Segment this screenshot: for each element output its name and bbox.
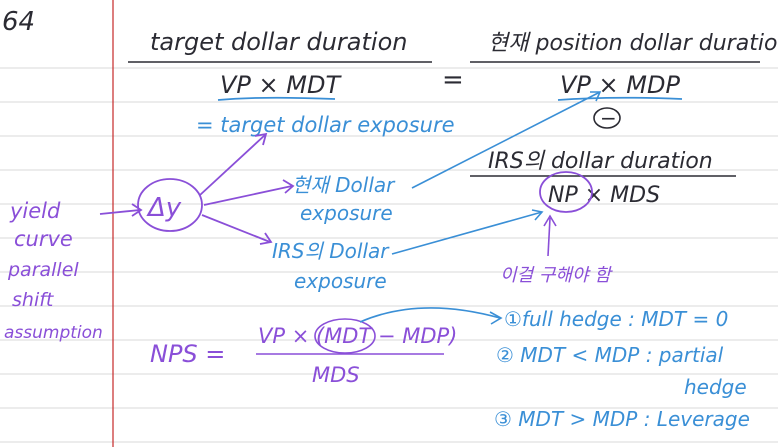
arrow-yield-to-delta-y [99,209,141,215]
irs-exposure-line: exposure [294,269,387,293]
arrow-delta-y-to-current [203,185,293,206]
underline-left-denominator [217,96,336,101]
minus-symbol: − [600,106,617,130]
yield-note-line: assumption [4,323,103,343]
irs-exposure-line: IRS의 Dollar [272,239,390,263]
delta-y-circle [137,178,203,232]
yield-note-line: yield [9,199,61,223]
arrowhead [590,91,602,102]
case-item: ② MDT < MDP : partial [496,343,724,367]
mdt-circle [314,318,376,354]
yield-assumption-note: yield curve parallel shift assumption [4,199,103,343]
ruled-lines [0,67,778,443]
case-item: ③ MDT > MDP : Leverage [494,407,750,431]
yield-note-line: curve [14,227,73,251]
yield-note-line: parallel [7,259,79,281]
current-exposure-line: 현재 Dollar [292,173,396,197]
arrow-mdt-to-cases [359,307,501,323]
arrowhead [489,311,503,325]
line-current-to-position [411,91,601,189]
arrow-delta-y-to-target [199,134,266,196]
arrowhead [254,132,268,146]
case-item: hedge [684,375,747,399]
irs-denominator: NP × MDS [548,183,660,208]
target-exposure-label: = target dollar exposure [196,113,455,137]
underline-right-denominator [557,96,683,101]
arrow-solve-to-np [547,217,551,257]
np-formula-lhs: NPS = [150,340,225,368]
arrowhead [282,179,295,194]
arrowhead [543,214,557,227]
equation-right-denominator: VP × MDP [560,71,680,99]
equation-right-numerator: 현재 position dollar duration [488,31,778,56]
arrowhead [259,232,273,245]
irs-numerator: IRS의 dollar duration [488,149,713,174]
minus-circle [593,107,621,129]
arrowhead [131,203,143,217]
np-circle [539,171,593,213]
current-exposure-line: exposure [300,201,393,225]
case-item: ①full hedge : MDT = 0 [504,307,728,331]
yield-note-line: shift [12,289,55,311]
arrowhead [531,209,544,221]
np-formula-denominator: MDS [312,363,360,387]
delta-y-label: Δy [146,193,182,223]
np-formula-numerator: VP × (MDT − MDP) [258,324,457,348]
solve-note: 이걸 구해야 함 [500,265,613,286]
equation-left-denominator: VP × MDT [220,71,342,99]
arrow-delta-y-to-irs [201,214,271,243]
line-irs-to-np [391,211,543,255]
equation-left-numerator: target dollar duration [150,28,407,56]
page-number: 64 [2,7,35,37]
equation-equals: = [442,65,464,95]
